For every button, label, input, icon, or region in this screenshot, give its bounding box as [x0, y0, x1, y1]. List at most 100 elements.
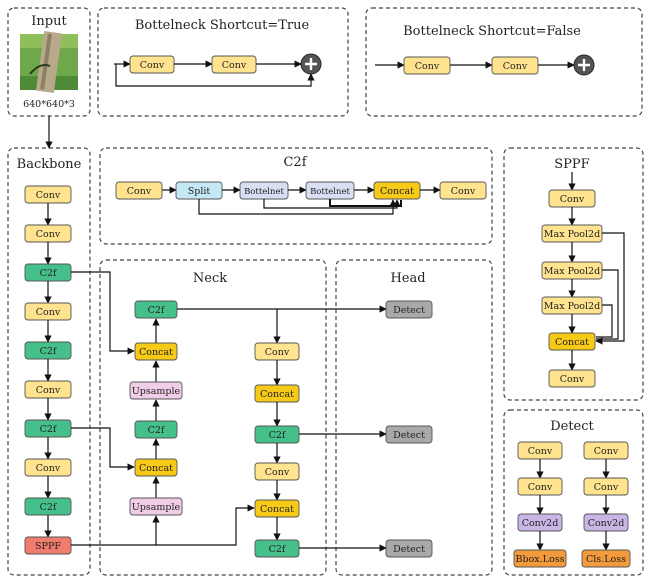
- svg-text:Conv2d: Conv2d: [522, 518, 559, 529]
- svg-text:Max Pool2d: Max Pool2d: [544, 266, 600, 277]
- svg-text:Bbox.Loss: Bbox.Loss: [516, 554, 565, 565]
- svg-text:Concat: Concat: [260, 504, 294, 515]
- backbone-block-3: Conv: [24, 302, 72, 321]
- sppf-skip-2: [596, 269, 619, 340]
- detect-left-conv2d: Conv2d: [517, 513, 563, 532]
- backbone-block-6: C2f: [24, 419, 72, 438]
- c2f-block-0: Conv: [115, 181, 163, 200]
- sf-add-icon: [573, 54, 595, 76]
- svg-text:C2f: C2f: [269, 430, 287, 441]
- input-image: [20, 31, 78, 93]
- backbone-title: Backbone: [17, 157, 82, 172]
- svg-text:C2f: C2f: [40, 268, 58, 279]
- head-panel: [335, 259, 493, 576]
- svg-text:Conv: Conv: [36, 229, 61, 240]
- detect-title: Detect: [550, 419, 594, 434]
- svg-text:Cls.Loss: Cls.Loss: [586, 554, 626, 565]
- input-title: Input: [31, 14, 67, 29]
- c2f-block-1: Split: [175, 181, 223, 200]
- neck-right-c2f-2: C2f: [254, 539, 300, 558]
- sppf-block-2: Max Pool2d: [541, 261, 603, 280]
- svg-text:C2f: C2f: [148, 425, 166, 436]
- svg-text:Detect: Detect: [393, 430, 425, 441]
- svg-text:C2f: C2f: [40, 502, 58, 513]
- backbone-block-1: Conv: [24, 224, 72, 243]
- sppf-to-neck-concat: [156, 504, 255, 546]
- head-detect-3: Detect: [385, 539, 433, 558]
- detect-right-conv-2: Conv: [583, 477, 629, 496]
- svg-text:Conv: Conv: [265, 467, 290, 478]
- svg-text:Detect: Detect: [393, 544, 425, 555]
- backbone-block-4: C2f: [24, 341, 72, 360]
- svg-text:Conv: Conv: [36, 307, 61, 318]
- neck-left-c2f-2: C2f: [134, 420, 178, 439]
- detect-left-conv-1: Conv: [517, 441, 563, 460]
- backbone-block-0: Conv: [24, 185, 72, 204]
- svg-text:Conv: Conv: [560, 194, 585, 205]
- st-add-icon: [300, 53, 322, 75]
- sppf-block-3: Max Pool2d: [541, 296, 603, 315]
- svg-text:Bottelnet: Bottelnet: [244, 187, 284, 197]
- backbone-block-9: SPPF: [24, 536, 72, 555]
- svg-text:Max Pool2d: Max Pool2d: [544, 301, 600, 312]
- svg-text:C2f: C2f: [148, 305, 166, 316]
- svg-text:Conv: Conv: [36, 385, 61, 396]
- neck-left-concat-1: Concat: [134, 342, 178, 361]
- svg-text:Conv: Conv: [528, 482, 553, 493]
- st-conv-2-label: Conv: [222, 60, 247, 71]
- svg-text:Concat: Concat: [139, 347, 173, 358]
- shortcut-true-panel: [97, 7, 349, 117]
- detect-right-conv-1: Conv: [583, 441, 629, 460]
- neck-right-concat-1: Concat: [254, 384, 300, 403]
- neck-left-upsample-2: Upsample: [129, 497, 183, 516]
- backbone-block-7: Conv: [24, 458, 72, 477]
- backbone-block-2: C2f: [24, 263, 72, 282]
- svg-text:Conv: Conv: [36, 190, 61, 201]
- sf-conv-2-label: Conv: [503, 61, 528, 72]
- svg-text:Conv: Conv: [127, 186, 152, 197]
- c2f-block-5: Conv: [439, 181, 487, 200]
- neck-right-concat-2: Concat: [254, 499, 300, 518]
- head-detect-1: Detect: [385, 300, 433, 319]
- svg-text:Conv: Conv: [560, 374, 585, 385]
- detect-cls-loss: Cls.Loss: [581, 549, 631, 568]
- svg-text:Conv: Conv: [36, 463, 61, 474]
- c2f-skip-bottlenet-1: [263, 199, 401, 209]
- c2f-block-4: Concat: [373, 181, 421, 200]
- st-conv-1-label: Conv: [140, 60, 165, 71]
- svg-text:Conv: Conv: [451, 186, 476, 197]
- sppf-panel: [503, 147, 644, 401]
- svg-text:Detect: Detect: [393, 305, 425, 316]
- input-size-label: 640*640*3: [23, 99, 75, 110]
- svg-text:Conv: Conv: [594, 446, 619, 457]
- svg-text:Max Pool2d: Max Pool2d: [544, 229, 600, 240]
- sppf-block-4: Concat: [548, 332, 596, 351]
- sppf-to-upsample: [71, 515, 160, 546]
- svg-text:Conv2d: Conv2d: [588, 518, 625, 529]
- c2f-skip-bottlenet-2: [329, 199, 402, 207]
- shortcut-true-title: Bottelneck Shortcut=True: [135, 18, 310, 33]
- sppf-title: SPPF: [554, 157, 589, 172]
- svg-text:Concat: Concat: [380, 186, 414, 197]
- c2f-block-2: Bottelnet: [239, 181, 289, 200]
- svg-text:C2f: C2f: [40, 346, 58, 357]
- sppf-block-1: Max Pool2d: [541, 224, 603, 243]
- detect-left-conv-2: Conv: [517, 477, 563, 496]
- svg-text:Upsample: Upsample: [132, 502, 181, 513]
- svg-text:Conv: Conv: [265, 347, 290, 358]
- c2f-panel: [99, 147, 493, 245]
- detect-right-conv2d: Conv2d: [583, 513, 629, 532]
- sppf-block-5: Conv: [548, 369, 596, 388]
- c2f-block-3: Bottelnet: [305, 181, 355, 200]
- svg-text:Split: Split: [188, 186, 211, 197]
- svg-text:Upsample: Upsample: [132, 386, 181, 397]
- sf-conv-1-label: Conv: [415, 61, 440, 72]
- bb-c2f-to-neck-concat1: [71, 271, 135, 355]
- shortcut-false-title: Bottelneck Shortcut=False: [403, 24, 581, 39]
- c2f-title: C2f: [283, 155, 307, 170]
- svg-text:Concat: Concat: [139, 463, 173, 474]
- neck-right-conv-1: Conv: [254, 342, 300, 361]
- svg-text:Bottelnet: Bottelnet: [310, 187, 350, 197]
